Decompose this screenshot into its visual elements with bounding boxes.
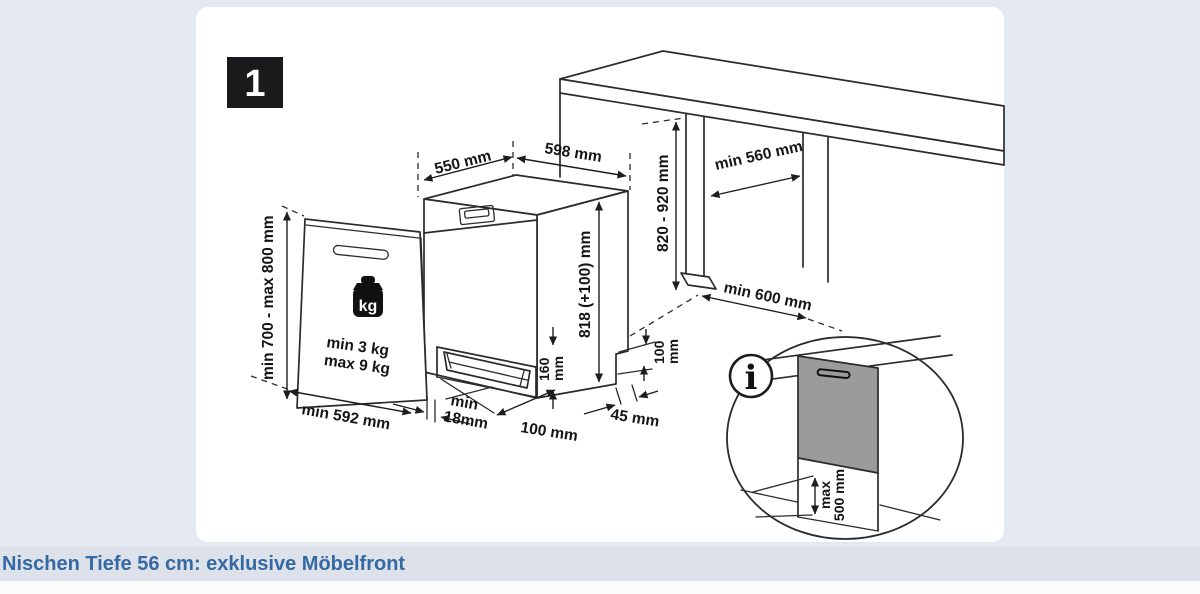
inset-detail: i max 500 mm bbox=[726, 335, 964, 540]
dim-100-right: 100 mm bbox=[617, 329, 681, 381]
dim-550-label: 550 mm bbox=[433, 147, 493, 177]
dim-592-label: min 592 mm bbox=[300, 401, 391, 433]
countertop bbox=[559, 50, 1005, 178]
dim-500: max 500 mm bbox=[752, 469, 847, 521]
dim-820-920-label: 820 - 920 mm bbox=[655, 155, 672, 252]
inset-door-handle bbox=[816, 368, 851, 380]
inset-door-panel bbox=[797, 355, 879, 474]
dim-700-800-label: min 700 - max 800 mm bbox=[260, 215, 277, 380]
dishwasher bbox=[423, 174, 629, 399]
dim-598-label: 598 mm bbox=[543, 140, 603, 166]
dim-700-800: min 700 - max 800 mm bbox=[260, 211, 291, 400]
dim-550: 550 mm bbox=[423, 147, 513, 182]
dim-18-label-2: 18mm bbox=[442, 408, 489, 433]
step-badge-number: 1 bbox=[244, 63, 265, 105]
dim-45: 45 mm bbox=[583, 384, 661, 431]
dim-18-label-1: min bbox=[449, 392, 479, 414]
weight-unit-label: kg bbox=[359, 298, 378, 315]
dim-160-label-1: 160 bbox=[536, 357, 552, 381]
furniture-door: kg min 3 kg max 9 kg bbox=[296, 218, 428, 409]
caption-strip bbox=[0, 547, 1200, 581]
dim-820-920: 820 - 920 mm bbox=[655, 121, 680, 291]
niche-panel-foot bbox=[680, 272, 717, 290]
dim-100-right-label-1: 100 bbox=[651, 340, 667, 364]
control-panel-line bbox=[423, 219, 538, 234]
dim-100-right-label-2: mm bbox=[665, 339, 681, 364]
dim-600: min 600 mm bbox=[701, 279, 813, 321]
info-icon: i bbox=[728, 353, 774, 399]
niche-panels bbox=[680, 113, 829, 290]
caption: Nischen Tiefe 56 cm: exklusive Möbelfron… bbox=[2, 553, 406, 575]
dim-45-label: 45 mm bbox=[609, 406, 660, 430]
step-badge-box bbox=[227, 57, 283, 108]
dim-160-label-2: mm bbox=[550, 356, 566, 381]
door-latch bbox=[458, 204, 496, 226]
dim-560: min 560 mm bbox=[710, 138, 804, 199]
dim-818-label: 818 (+100) mm bbox=[577, 231, 594, 338]
bottom-strip bbox=[0, 581, 1200, 594]
dim-500-label-2: 500 mm bbox=[831, 469, 847, 521]
dim-100-bottom-label: 100 mm bbox=[519, 419, 579, 445]
info-icon-glyph: i bbox=[745, 358, 758, 398]
dim-500-label-1: max bbox=[817, 481, 833, 509]
plinth-drawer bbox=[443, 351, 531, 389]
weight-icon: kg bbox=[353, 276, 383, 317]
dim-560-label: min 560 mm bbox=[713, 138, 804, 174]
dim-598: 598 mm bbox=[516, 140, 627, 179]
door-handle bbox=[332, 244, 389, 260]
step-badge: 1 bbox=[227, 57, 283, 108]
dim-818: 818 (+100) mm bbox=[577, 201, 603, 383]
